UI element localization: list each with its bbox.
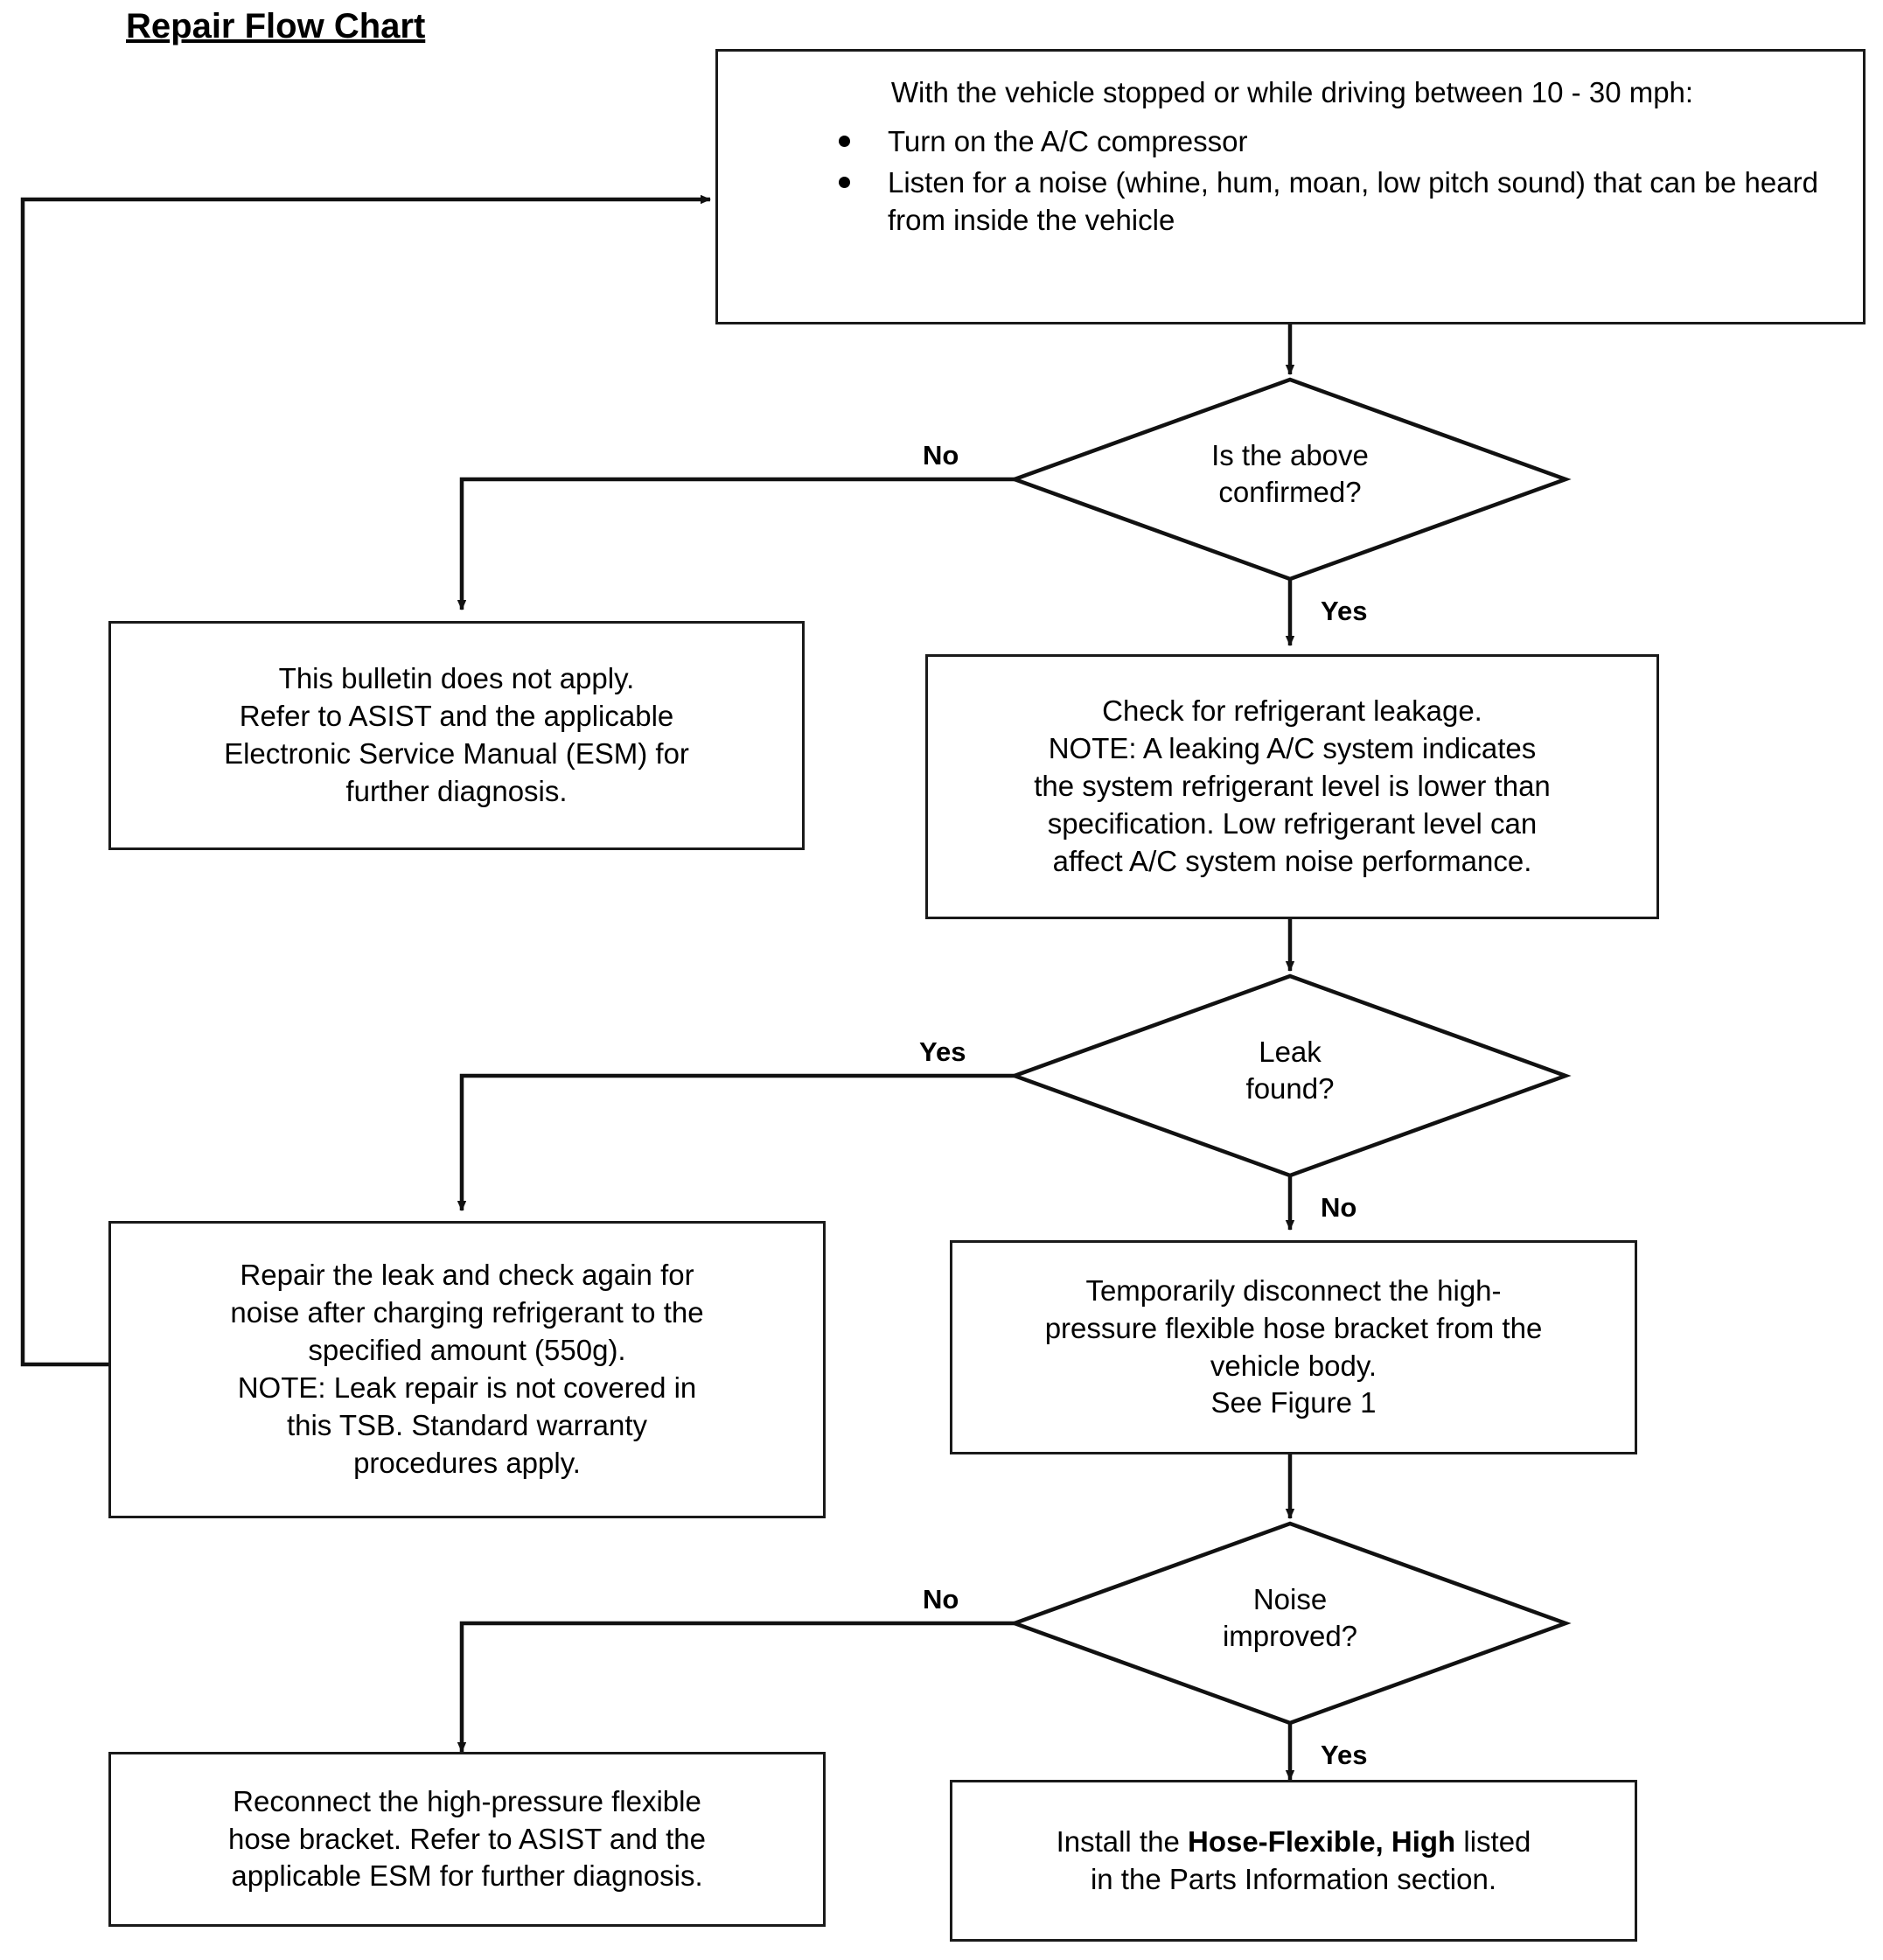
- node-disconnect-bracket: Temporarily disconnect the high- pressur…: [950, 1240, 1637, 1454]
- node-install-hose-text: Install the Hose-Flexible, High listed i…: [1046, 1824, 1542, 1899]
- node-install-hose: Install the Hose-Flexible, High listed i…: [950, 1780, 1637, 1942]
- node-repair-leak-text: Repair the leak and check again for nois…: [230, 1259, 704, 1479]
- list-item: Listen for a noise (whine, hum, moan, lo…: [839, 164, 1837, 240]
- node-reconnect-bracket: Reconnect the high-pressure flexible hos…: [108, 1752, 826, 1927]
- edge-leak-yes: [457, 1073, 1015, 1211]
- edge-label-noise-yes: Yes: [1321, 1740, 1368, 1770]
- edge-label-confirm-no: No: [923, 440, 959, 471]
- bullet-dot-icon: [839, 177, 850, 189]
- node-check-leak-text: Check for refrigerant leakage. NOTE: A l…: [1034, 694, 1551, 877]
- edge-confirm-no: [457, 477, 1015, 610]
- install-hose-part-name: Hose-Flexible, High: [1187, 1824, 1456, 1858]
- start-bullet-1: Turn on the A/C compressor: [888, 125, 1248, 158]
- node-disconnect-bracket-text: Temporarily disconnect the high- pressur…: [1044, 1273, 1543, 1419]
- bullet-dot-icon: [839, 136, 850, 148]
- node-check-leak: Check for refrigerant leakage. NOTE: A l…: [925, 654, 1659, 919]
- node-reconnect-bracket-text: Reconnect the high-pressure flexible hos…: [227, 1784, 707, 1893]
- edge-feedback-loop: [20, 194, 711, 1367]
- start-lead-text: With the vehicle stopped or while drivin…: [890, 76, 1694, 108]
- start-bullet-list: Turn on the A/C compressor Listen for a …: [748, 123, 1837, 240]
- diamond-noise: [1008, 1521, 1572, 1726]
- install-hose-prefix: Install the: [1056, 1824, 1188, 1858]
- node-start: With the vehicle stopped or while drivin…: [715, 49, 1866, 324]
- start-bullet-2: Listen for a noise (whine, hum, moan, lo…: [888, 166, 1818, 237]
- edge-label-leak-yes: Yes: [919, 1036, 966, 1067]
- node-not-apply-text: This bulletin does not apply. Refer to A…: [224, 662, 689, 807]
- list-item: Turn on the A/C compressor: [839, 123, 1837, 161]
- install-hose-suffix: listed in the Parts Information section.: [1090, 1824, 1531, 1895]
- edge-label-confirm-yes: Yes: [1321, 596, 1368, 626]
- diamond-leak: [1008, 973, 1572, 1178]
- node-not-apply: This bulletin does not apply. Refer to A…: [108, 621, 805, 850]
- node-repair-leak: Repair the leak and check again for nois…: [108, 1221, 826, 1518]
- edge-label-noise-no: No: [923, 1584, 959, 1615]
- edge-noise-no: [457, 1621, 1015, 1753]
- page-title: Repair Flow Chart: [126, 7, 426, 45]
- edge-label-leak-no: No: [1321, 1192, 1357, 1223]
- diamond-confirm: [1008, 377, 1572, 582]
